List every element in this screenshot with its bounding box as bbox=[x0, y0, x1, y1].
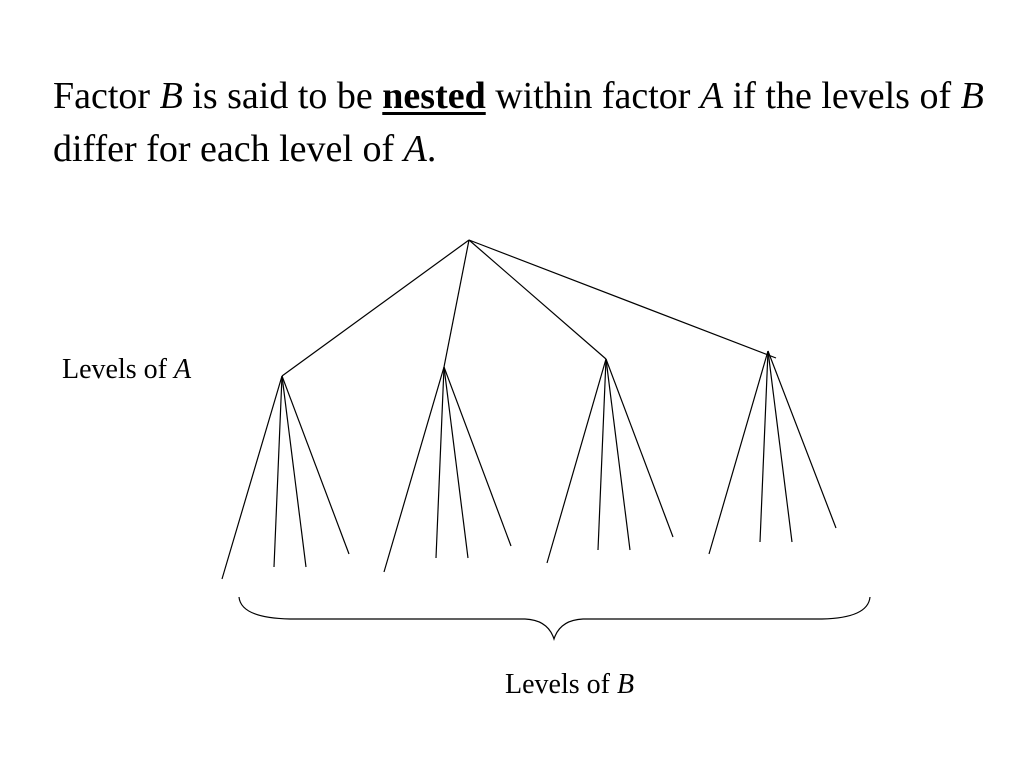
branch-a4-b3 bbox=[767, 350, 793, 543]
nested-definition: Factor B is said to be nested within fac… bbox=[53, 70, 993, 176]
factor-a-symbol: A bbox=[699, 75, 724, 117]
branch-a2-b2 bbox=[435, 366, 445, 559]
branch-a1-b3 bbox=[281, 375, 307, 568]
branch-a2-b4 bbox=[443, 366, 512, 547]
levels-of-a-text: Levels of bbox=[62, 354, 174, 385]
nested-term: nested bbox=[382, 75, 486, 117]
branch-a4-b1 bbox=[708, 350, 769, 555]
a4-to-b-branches bbox=[708, 350, 837, 555]
branch-root-a4 bbox=[468, 239, 777, 359]
a2-to-b-branches bbox=[383, 366, 512, 573]
branch-a2-b1 bbox=[383, 366, 445, 573]
a1-to-b-branches bbox=[221, 375, 350, 580]
branch-a1-b4 bbox=[281, 375, 350, 555]
definition-text-3: within factor bbox=[485, 75, 700, 117]
branch-a4-b4 bbox=[767, 350, 837, 529]
branch-root-a1 bbox=[281, 239, 470, 377]
branch-a3-b4 bbox=[605, 358, 674, 538]
levels-of-a-symbol: A bbox=[173, 354, 192, 385]
factor-a-symbol-2: A bbox=[403, 128, 427, 170]
levels-of-b-text: Levels of bbox=[505, 669, 617, 700]
definition-text-1: Factor bbox=[53, 75, 160, 117]
branch-a3-b3 bbox=[605, 358, 631, 551]
root-to-a-branches bbox=[281, 239, 777, 377]
levels-of-a-label: Levels of A bbox=[62, 354, 191, 386]
branch-a2-b3 bbox=[443, 366, 469, 559]
branch-root-a3 bbox=[468, 239, 607, 360]
a3-to-b-branches bbox=[546, 358, 674, 564]
branch-a1-b2 bbox=[273, 375, 283, 568]
levels-of-b-label: Levels of B bbox=[505, 669, 634, 701]
factor-b-symbol-2: B bbox=[960, 75, 984, 117]
branch-root-a2 bbox=[443, 239, 470, 368]
definition-text-4: if the levels of bbox=[723, 75, 961, 117]
factor-b-symbol: B bbox=[159, 75, 183, 117]
branch-a4-b2 bbox=[759, 350, 769, 543]
definition-text-2: is said to be bbox=[182, 75, 383, 117]
definition-text-5: differ for each level of bbox=[53, 128, 404, 170]
levels-of-b-brace bbox=[238, 596, 871, 641]
definition-text-6: . bbox=[426, 128, 437, 170]
branch-a1-b1 bbox=[221, 375, 283, 580]
branch-a3-b1 bbox=[546, 358, 607, 564]
levels-of-b-symbol: B bbox=[616, 669, 635, 700]
branch-a3-b2 bbox=[597, 358, 607, 551]
